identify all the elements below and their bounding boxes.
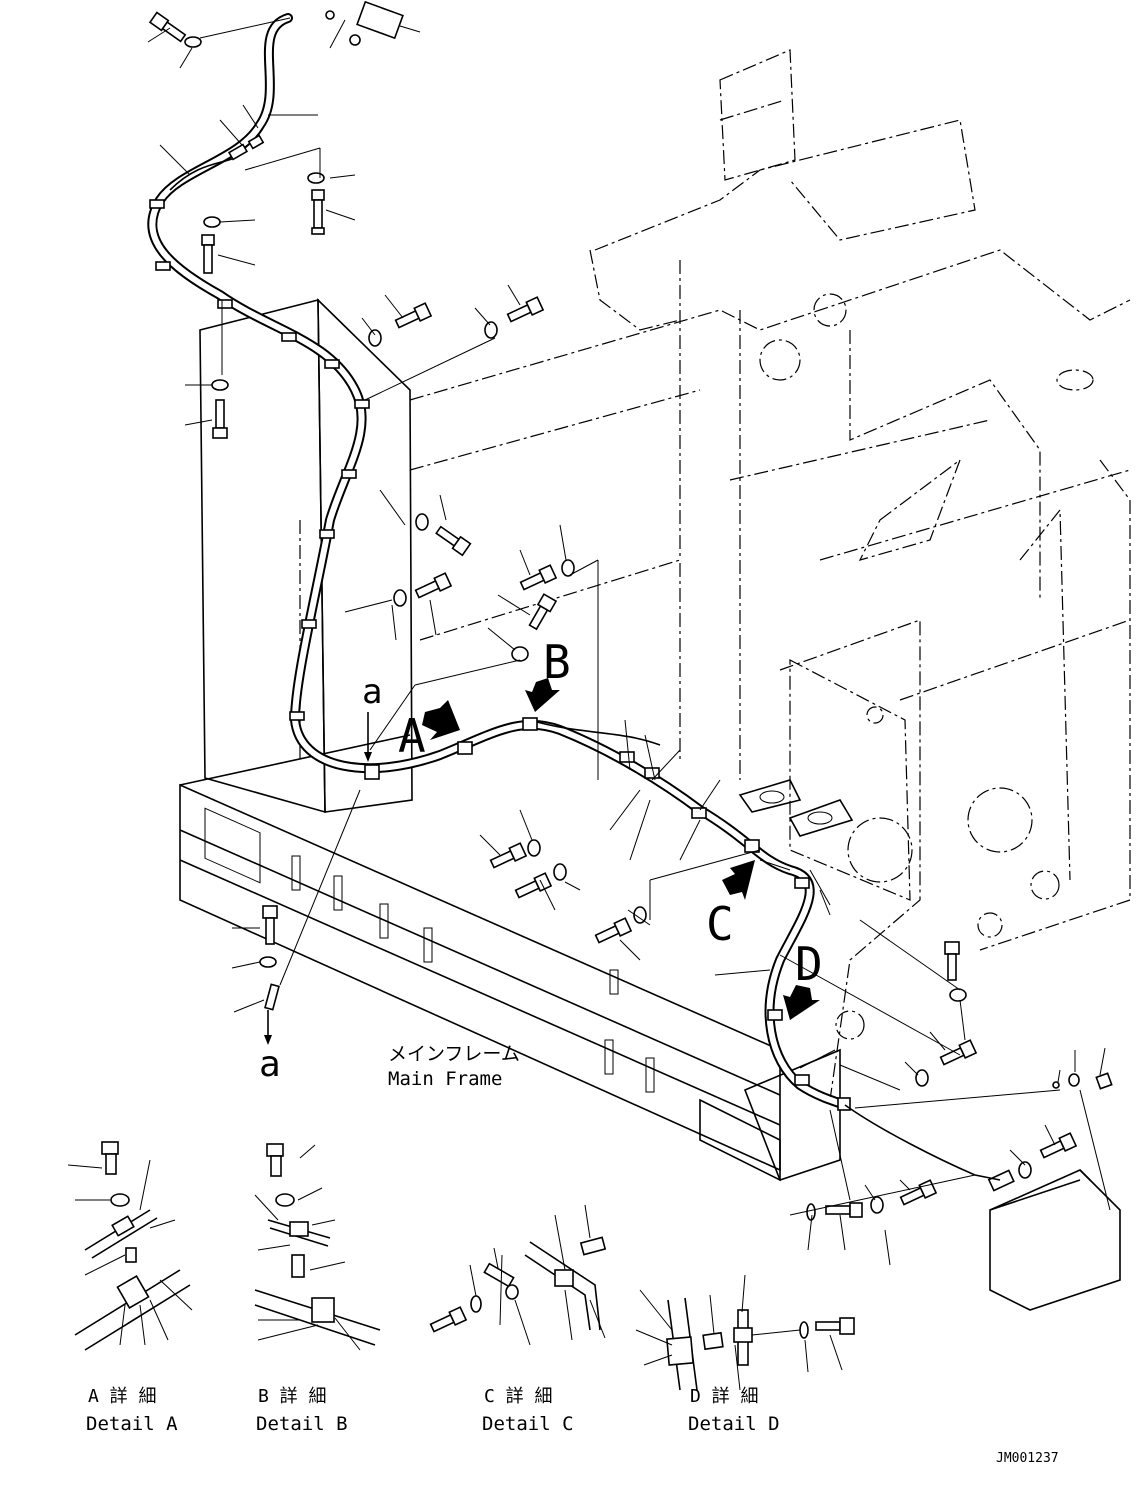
callout-C: C bbox=[706, 897, 734, 951]
detail-b-title-jp: B 詳 細 bbox=[258, 1386, 327, 1407]
callout-arrows bbox=[264, 678, 820, 1045]
detail-a-title-en: Detail A bbox=[86, 1413, 178, 1435]
arrow-A bbox=[422, 700, 460, 740]
detail-a-title-jp: A 詳 細 bbox=[88, 1386, 157, 1407]
callout-A: A bbox=[398, 709, 426, 763]
detail-D-sketch bbox=[635, 1274, 855, 1391]
rear-frame-structure bbox=[409, 49, 1131, 1101]
main-frame-label-en: Main Frame bbox=[388, 1068, 502, 1090]
wire-harness bbox=[147, 0, 1121, 1311]
junction-box bbox=[987, 1169, 1121, 1311]
detail-c-title-jp: C 詳 細 bbox=[484, 1386, 553, 1407]
detail-C-sketch bbox=[429, 1204, 607, 1346]
detail-d-title-jp: D 詳 細 bbox=[690, 1386, 759, 1407]
arrow-D bbox=[783, 985, 820, 1020]
detail-b-title-en: Detail B bbox=[256, 1413, 348, 1435]
detail-sketches bbox=[67, 1141, 855, 1391]
callout-a-top: a bbox=[362, 672, 382, 712]
drawing-number: JM001237 bbox=[996, 1451, 1059, 1466]
text-labels: a a A B C D メインフレーム Main Frame A 詳 細 Det… bbox=[86, 635, 1059, 1466]
detail-d-title-en: Detail D bbox=[688, 1413, 780, 1435]
detail-A-sketch bbox=[67, 1141, 193, 1351]
arrow-C bbox=[722, 860, 755, 900]
leader-lines bbox=[147, 17, 1111, 1266]
callout-D: D bbox=[795, 937, 823, 991]
main-frame-label-jp: メインフレーム bbox=[388, 1043, 520, 1065]
fasteners bbox=[148, 11, 1113, 1221]
main-frame-structure bbox=[179, 298, 854, 1182]
detail-c-title-en: Detail C bbox=[482, 1413, 574, 1435]
callout-B: B bbox=[543, 635, 571, 689]
arrow-B bbox=[525, 678, 560, 712]
callout-a-bottom: a bbox=[259, 1044, 281, 1085]
detail-B-sketch bbox=[254, 1143, 381, 1351]
